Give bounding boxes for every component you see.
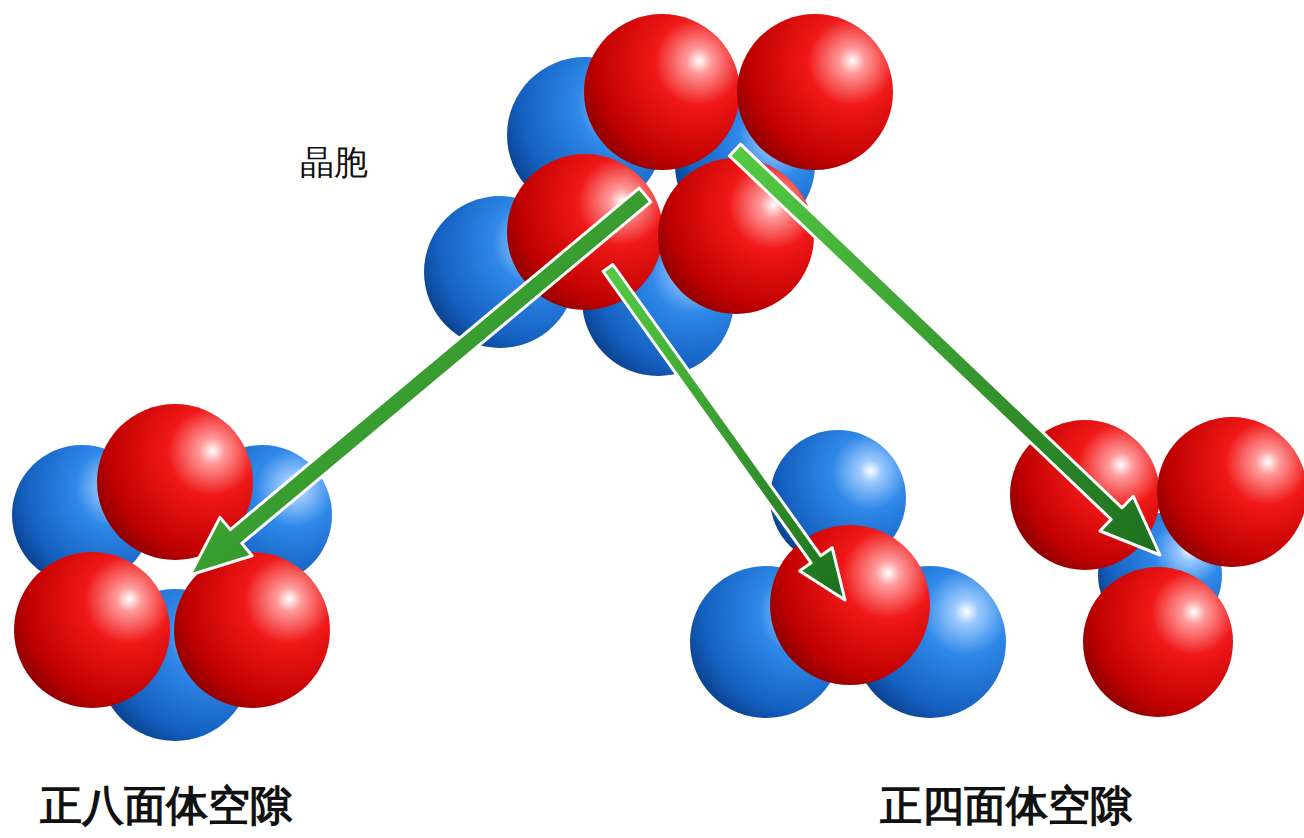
red-sphere bbox=[1157, 417, 1304, 567]
red-sphere bbox=[770, 525, 930, 685]
red-sphere bbox=[174, 552, 330, 708]
green-arrow bbox=[190, 188, 651, 575]
red-sphere bbox=[1083, 567, 1233, 717]
red-sphere bbox=[658, 158, 814, 314]
green-arrow bbox=[730, 144, 1161, 555]
void-label: 正八面体空隙 bbox=[40, 778, 292, 834]
green-arrow bbox=[603, 265, 845, 601]
red-sphere bbox=[737, 14, 893, 170]
octahedral-group bbox=[12, 404, 332, 741]
red-sphere bbox=[14, 552, 170, 708]
tetrahedral-group bbox=[690, 430, 1006, 718]
unit-cell-label: 晶胞 bbox=[300, 140, 368, 186]
red-sphere bbox=[584, 14, 740, 170]
void-label: 正四面体空隙 bbox=[880, 778, 1132, 834]
